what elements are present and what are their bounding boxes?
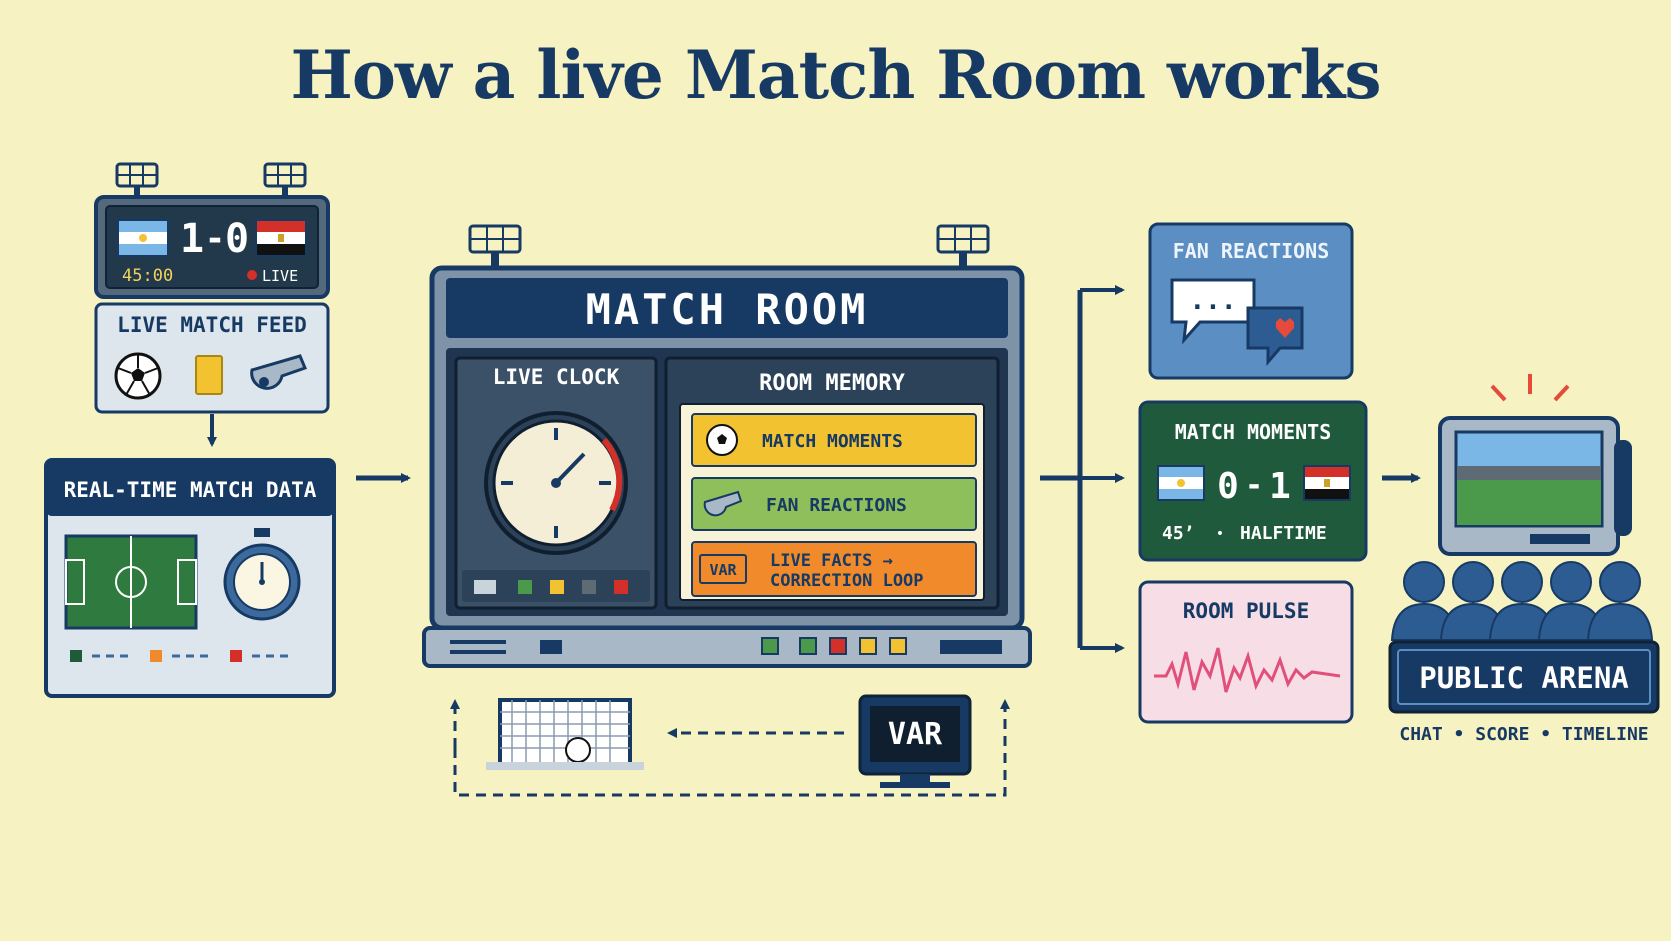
chat-bubble-icon: ... (1170, 278, 1256, 345)
memory-item-label: FAN REACTIONS (766, 495, 907, 516)
signal-rays (1490, 374, 1570, 402)
argentina-flag-icon (1157, 465, 1205, 501)
heart-bubble-icon (1246, 306, 1304, 367)
analog-clock-icon (484, 411, 628, 555)
whistle-icon (703, 490, 743, 517)
egypt-flag-icon (1303, 465, 1351, 501)
floodlight-icon (936, 224, 990, 268)
realtime-label: REAL-TIME MATCH DATA (64, 478, 317, 502)
stopwatch-icon (223, 528, 301, 621)
feed-score-right: 0 (225, 216, 249, 262)
soccer-ball-icon (114, 352, 162, 400)
match-room: MATCH ROOM LIVE CLOCK ROOM MEMORY (422, 224, 1032, 668)
argentina-flag-icon (117, 219, 169, 257)
live-match-feed: 1 - 0 45:00 LIVE LIVE MATCH FEED (94, 162, 330, 414)
page-title: How a live Match Room works (290, 36, 1381, 114)
room-title: MATCH ROOM (586, 285, 869, 334)
whistle-icon (250, 354, 307, 390)
memory-item-match-moments: MATCH MOMENTS (691, 413, 977, 467)
tv-icon (1438, 416, 1632, 556)
memory-item-label: MATCH MOMENTS (762, 431, 903, 452)
real-time-match-data: REAL-TIME MATCH DATA (44, 458, 336, 698)
match-moments-label: MATCH MOMENTS (1175, 420, 1332, 444)
var-monitor-label: VAR (888, 717, 943, 752)
feed-score-left: 1 (180, 216, 204, 262)
pitch-icon (64, 534, 198, 630)
memory-item-label-line2: CORRECTION LOOP (770, 571, 924, 591)
egypt-flag-icon (255, 219, 307, 257)
branch-arrows (1040, 285, 1125, 653)
feed-label: LIVE MATCH FEED (117, 313, 307, 337)
heart-icon (1276, 318, 1294, 338)
var-badge-icon (699, 554, 747, 584)
moments-minute: 45’ (1162, 523, 1195, 544)
var-monitor-icon: VAR (858, 694, 972, 788)
moments-separator: • (1216, 526, 1224, 542)
memory-item-fan-reactions: FAN REACTIONS (691, 477, 977, 531)
var-badge-label: VAR (709, 561, 737, 579)
room-pulse-label: ROOM PULSE (1183, 599, 1309, 623)
floodlight-icon (115, 162, 159, 198)
live-dot-icon (247, 270, 257, 280)
yellow-card-icon (195, 355, 223, 395)
moments-score-right: 1 (1269, 466, 1291, 507)
fan-reactions-panel: FAN REACTIONS ... (1148, 222, 1354, 380)
correction-loop: VAR (450, 694, 1010, 797)
memory-item-live-facts: VAR LIVE FACTS → CORRECTION LOOP (691, 541, 977, 597)
timeline-dots (70, 650, 294, 662)
pulse-wave-icon (1154, 647, 1341, 693)
chat-dots: ... (1190, 286, 1237, 316)
feed-clock: 45:00 (122, 266, 173, 286)
room-pulse-panel: ROOM PULSE (1138, 580, 1354, 724)
moments-score-left: 0 (1217, 466, 1239, 507)
memory-label: ROOM MEMORY (759, 371, 905, 396)
goal-net-icon (486, 698, 644, 770)
soccer-ball-icon (565, 737, 591, 763)
floodlight-icon (468, 224, 522, 268)
arena-label: PUBLIC ARENA (1419, 661, 1629, 695)
feed-live-label: LIVE (262, 267, 298, 285)
floodlight-icon (263, 162, 307, 198)
fan-reactions-label: FAN REACTIONS (1173, 239, 1330, 263)
clock-label: LIVE CLOCK (493, 365, 620, 389)
match-moments-panel: MATCH MOMENTS 0 - 1 45’ • HALFTIME (1138, 400, 1368, 562)
moments-status: HALFTIME (1240, 523, 1327, 544)
public-arena: PUBLIC ARENA CHAT • SCORE • TIMELINE (1388, 374, 1660, 745)
memory-item-label-line1: LIVE FACTS → (770, 551, 893, 571)
moments-score-dash: - (1245, 468, 1263, 503)
feed-score-dash: - (205, 219, 225, 259)
crowd-icon (1390, 561, 1654, 641)
arena-subtitle: CHAT • SCORE • TIMELINE (1399, 724, 1648, 745)
